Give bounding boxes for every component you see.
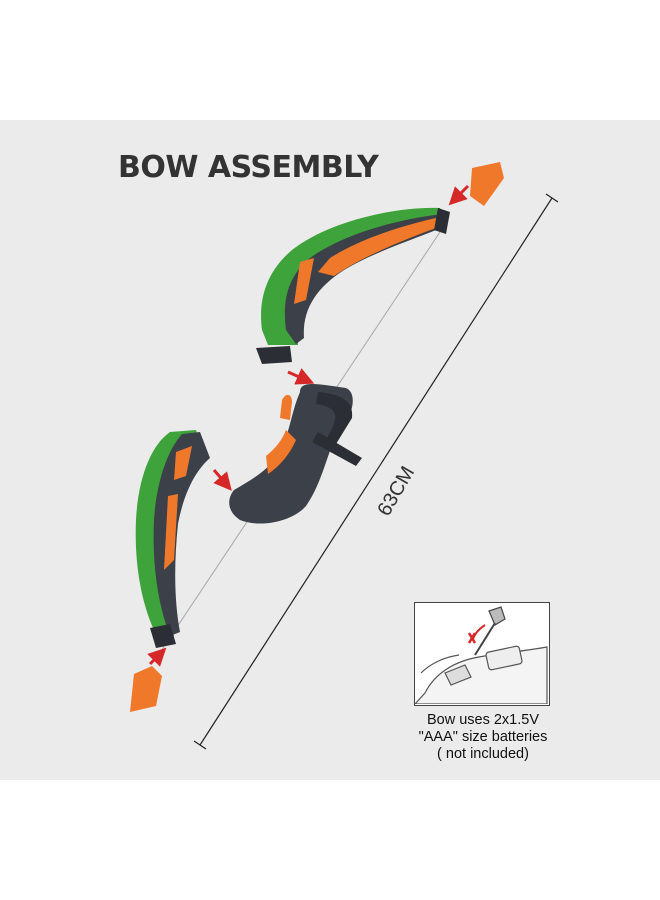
battery-note-line-3: ( not included)	[437, 746, 529, 762]
battery-note: Bow uses 2x1.5V "AAA" size batteries ( n…	[400, 712, 566, 763]
screwdriver-icon	[413, 606, 548, 705]
battery-note-line-2: "AAA" size batteries	[418, 729, 548, 745]
page-title: BOW ASSEMBLY	[118, 150, 379, 185]
limb-tip-cap-upper	[470, 162, 504, 206]
limb-tip-cap-lower	[130, 666, 162, 712]
bow-grip	[229, 384, 362, 524]
battery-note-line-1: Bow uses 2x1.5V	[426, 712, 540, 728]
bow-lower-limb	[135, 430, 210, 648]
battery-inset	[413, 602, 550, 706]
assembly-arrows	[147, 184, 470, 667]
dimension-line	[193, 193, 559, 750]
bow-upper-limb	[256, 207, 450, 364]
